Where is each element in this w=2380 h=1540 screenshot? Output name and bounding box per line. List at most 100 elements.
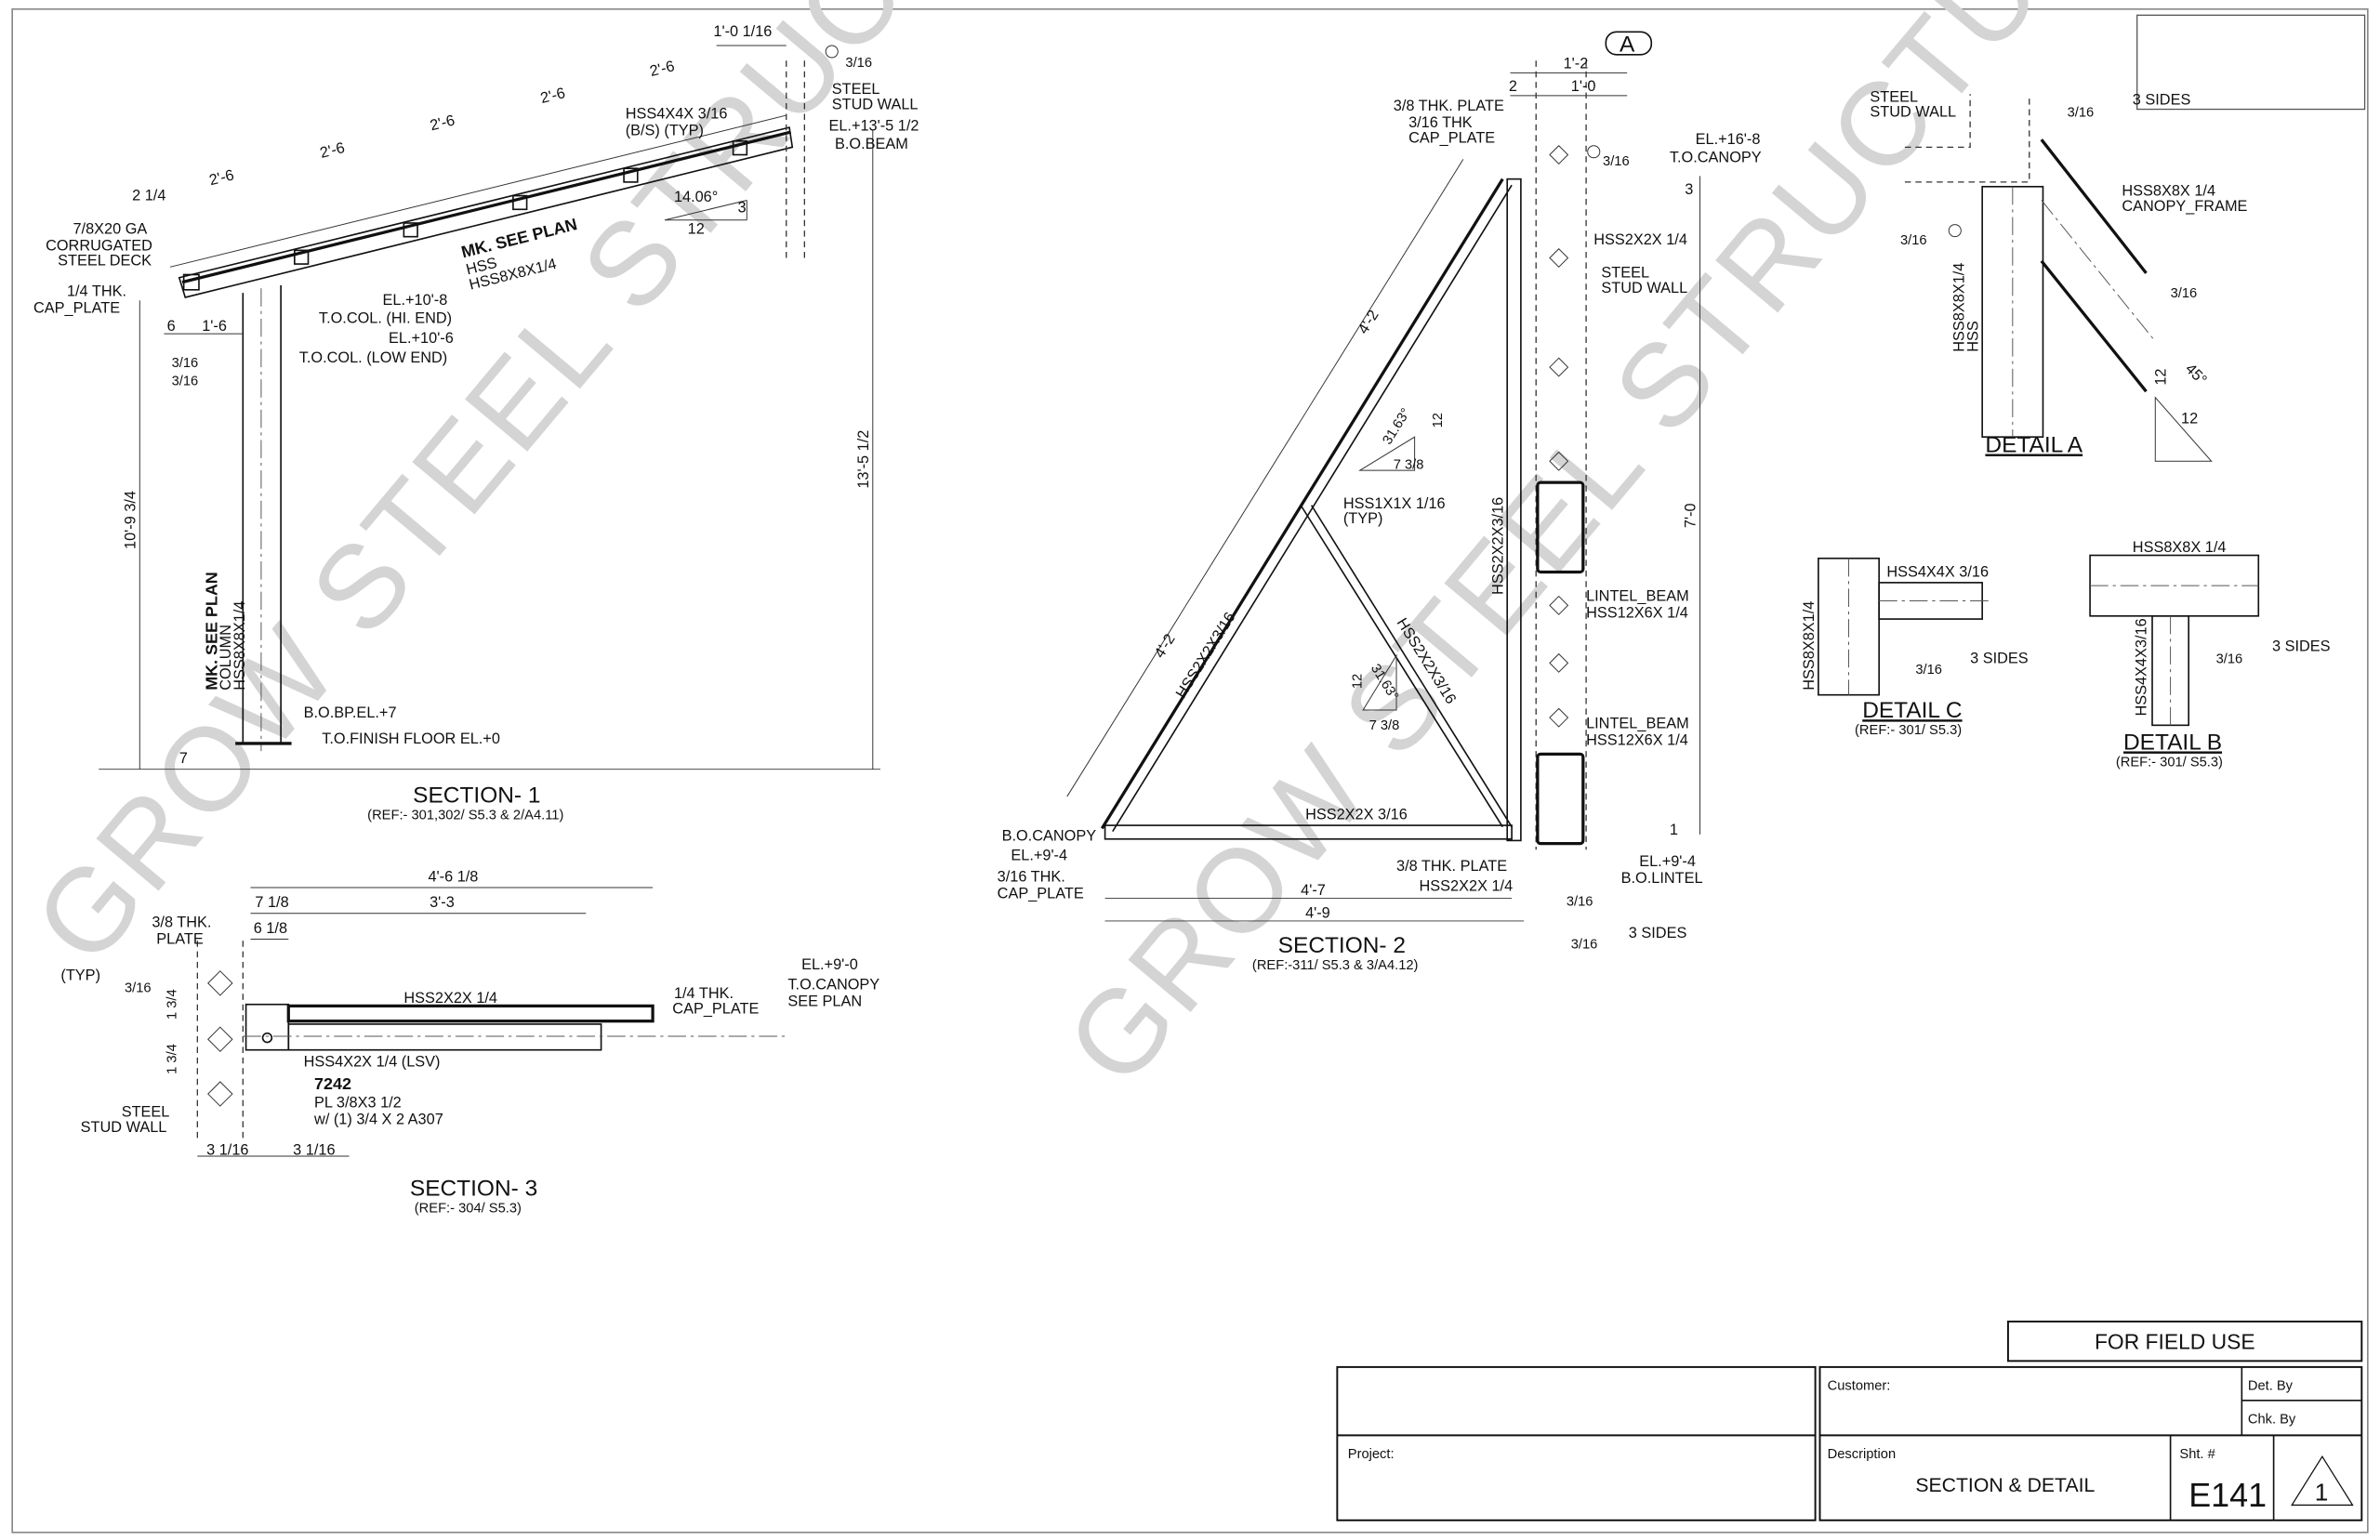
- det-by-label: Det. By: [2248, 1378, 2294, 1393]
- revision-number: 1: [2315, 1479, 2329, 1507]
- section-1-title: SECTION- 1: [413, 783, 540, 809]
- s2-angle-rise: 12: [1350, 674, 1365, 689]
- db-hss-v: HSS4X4X3/16: [2133, 618, 2149, 716]
- s1-cap: 1/4 THK.: [67, 283, 126, 299]
- s3-dim-l: 3 1/16: [206, 1141, 248, 1158]
- sheet-label: Sht. #: [2179, 1447, 2215, 1462]
- dc-hss-h: HSS4X4X 3/16: [1886, 563, 1989, 580]
- s2-cap-low: CAP_PLATE: [998, 885, 1084, 902]
- s3-mark: 7242: [314, 1074, 351, 1093]
- section-2: [1066, 60, 1701, 922]
- detail-b-title: DETAIL B: [2123, 730, 2222, 755]
- s1-dim-top: 1'-0 1/16: [713, 23, 772, 40]
- s1-spacing: 2'-6: [318, 139, 346, 162]
- s1-spacing: 2'-6: [539, 85, 567, 107]
- s2-sides: 3 SIDES: [1629, 925, 1687, 941]
- s2-bo-canopy: B.O.CANOPY: [1002, 827, 1097, 844]
- s3-wall: STEEL: [122, 1104, 170, 1121]
- s1-run: 12: [688, 220, 705, 237]
- s2-wall: STUD WALL: [1601, 280, 1687, 296]
- s1-deck: 7/8X20 GA: [73, 220, 147, 237]
- s1-angle: 14.06°: [674, 189, 718, 205]
- s1-dim-col: 10'-9 3/4: [122, 491, 139, 549]
- db-hss-h: HSS8X8X 1/4: [2133, 539, 2227, 556]
- description-value: SECTION & DETAIL: [1915, 1475, 2095, 1496]
- s1-spacing: 2'-6: [648, 58, 676, 80]
- s3-dim-a: 7 1/8: [255, 894, 288, 911]
- s2-lintel: HSS12X6X 1/4: [1586, 732, 1688, 749]
- s2-dim-70: 7'-0: [1683, 503, 1699, 528]
- section-3-ref: (REF:- 304/ S5.3): [415, 1201, 522, 1216]
- da-run: 12: [2181, 410, 2198, 427]
- s2-toc: T.O.CANOPY: [1670, 150, 1762, 166]
- s2-lintel: LINTEL_BEAM: [1586, 587, 1689, 604]
- detail-c-title: DETAIL C: [1862, 698, 1962, 723]
- section-1-ref: (REF:- 301,302/ S5.3 & 2/A4.11): [367, 809, 563, 823]
- s3-cap: CAP_PLATE: [672, 1001, 759, 1018]
- s3-hss-low: HSS4X2X 1/4 (LSV): [304, 1054, 441, 1071]
- s2-dim: 2: [1509, 78, 1517, 95]
- db-weld: 3/16: [2216, 652, 2243, 666]
- s2-weld: 3/16: [1571, 937, 1598, 952]
- stamp-box: [2136, 14, 2366, 111]
- da-weld: 3/16: [2171, 286, 2198, 301]
- s3-see: SEE PLAN: [787, 993, 862, 1009]
- da-weld: 3/16: [2068, 106, 2095, 121]
- s2-weld: 3/16: [1567, 895, 1593, 910]
- title-block: [1336, 1320, 2363, 1521]
- s1-wall: STUD WALL: [832, 97, 919, 113]
- s3-hss-top: HSS2X2X 1/4: [403, 990, 497, 1007]
- s3-plate: 3/8 THK.: [152, 914, 211, 930]
- s3-typ: (TYP): [60, 967, 100, 984]
- s2-lintel: LINTEL_BEAM: [1586, 716, 1689, 732]
- s2-cap-top: CAP_PLATE: [1408, 129, 1495, 146]
- s1-cap: CAP_PLATE: [33, 299, 120, 316]
- s1-overhang: 2 1/4: [132, 187, 165, 204]
- s2-web-typ: (TYP): [1343, 510, 1383, 527]
- description-label: Description: [1828, 1447, 1896, 1462]
- s1-weld: 3/16: [845, 56, 872, 71]
- s1-dim-total: 13'-5 1/2: [855, 430, 872, 489]
- section-3-title: SECTION- 3: [410, 1176, 537, 1201]
- dc-weld: 3/16: [1915, 663, 1942, 678]
- customer-label: Customer:: [1828, 1378, 1891, 1393]
- s2-dim-1: 1: [1670, 822, 1678, 838]
- s2-el-low: EL.+9'-4: [1011, 848, 1067, 864]
- s1-dim-6: 6: [167, 318, 176, 335]
- s3-pl: PL 3/8X3 1/2: [314, 1095, 402, 1112]
- detail-b: [2089, 554, 2260, 729]
- s2-web: HSS1X1X 1/16: [1343, 495, 1446, 512]
- s2-dim-3: 3: [1685, 181, 1693, 198]
- dc-hss-v: HSS8X8X1/4: [1801, 601, 1818, 691]
- s2-cap-top: 3/16 THK: [1408, 114, 1473, 131]
- s2-dim: 1'-2: [1564, 55, 1589, 72]
- s2-hss-post: HSS2X2X 1/4: [1593, 231, 1687, 248]
- s2-weld: 3/16: [1603, 154, 1630, 169]
- da-col: HSS8X8X1/4: [1951, 263, 1968, 352]
- s1-weld: 3/16: [172, 375, 199, 389]
- s2-bubble-frame: [1605, 31, 1653, 56]
- da-frame: HSS8X8X 1/4: [2122, 183, 2215, 200]
- s2-el-top: EL.+16'-8: [1696, 131, 1761, 148]
- chk-by-label: Chk. By: [2248, 1412, 2296, 1427]
- s1-dim-16: 1'-6: [202, 318, 227, 335]
- detail-a: [1904, 94, 2213, 462]
- da-frame: CANOPY_FRAME: [2122, 198, 2247, 215]
- s2-dim-49: 4'-9: [1305, 905, 1330, 922]
- s1-bobp: B.O.BP.EL.+7: [304, 704, 397, 721]
- detail-c-ref: (REF:- 301/ S5.3): [1855, 723, 1962, 738]
- s1-col-mk: MK. SEE PLAN: [203, 572, 221, 691]
- s2-bottom: HSS2X2X 3/16: [1305, 807, 1408, 823]
- s1-col-label: COLUMN: [218, 625, 234, 691]
- db-sides: 3 SIDES: [2272, 638, 2331, 654]
- s1-tocol-low: T.O.COL. (LOW END): [299, 349, 448, 366]
- s3-toc: T.O.CANOPY: [787, 976, 879, 993]
- s1-el-beam: EL.+13'-5 1/2: [828, 117, 919, 134]
- s2-plate-low: 3/8 THK. PLATE: [1396, 858, 1507, 875]
- s1-spacing: 2'-6: [207, 166, 235, 189]
- project-label: Project:: [1348, 1447, 1395, 1462]
- s1-el-hi: EL.+10'-8: [383, 292, 448, 309]
- section-3: [196, 887, 790, 1157]
- s2-angle: 31.63°: [1381, 406, 1414, 448]
